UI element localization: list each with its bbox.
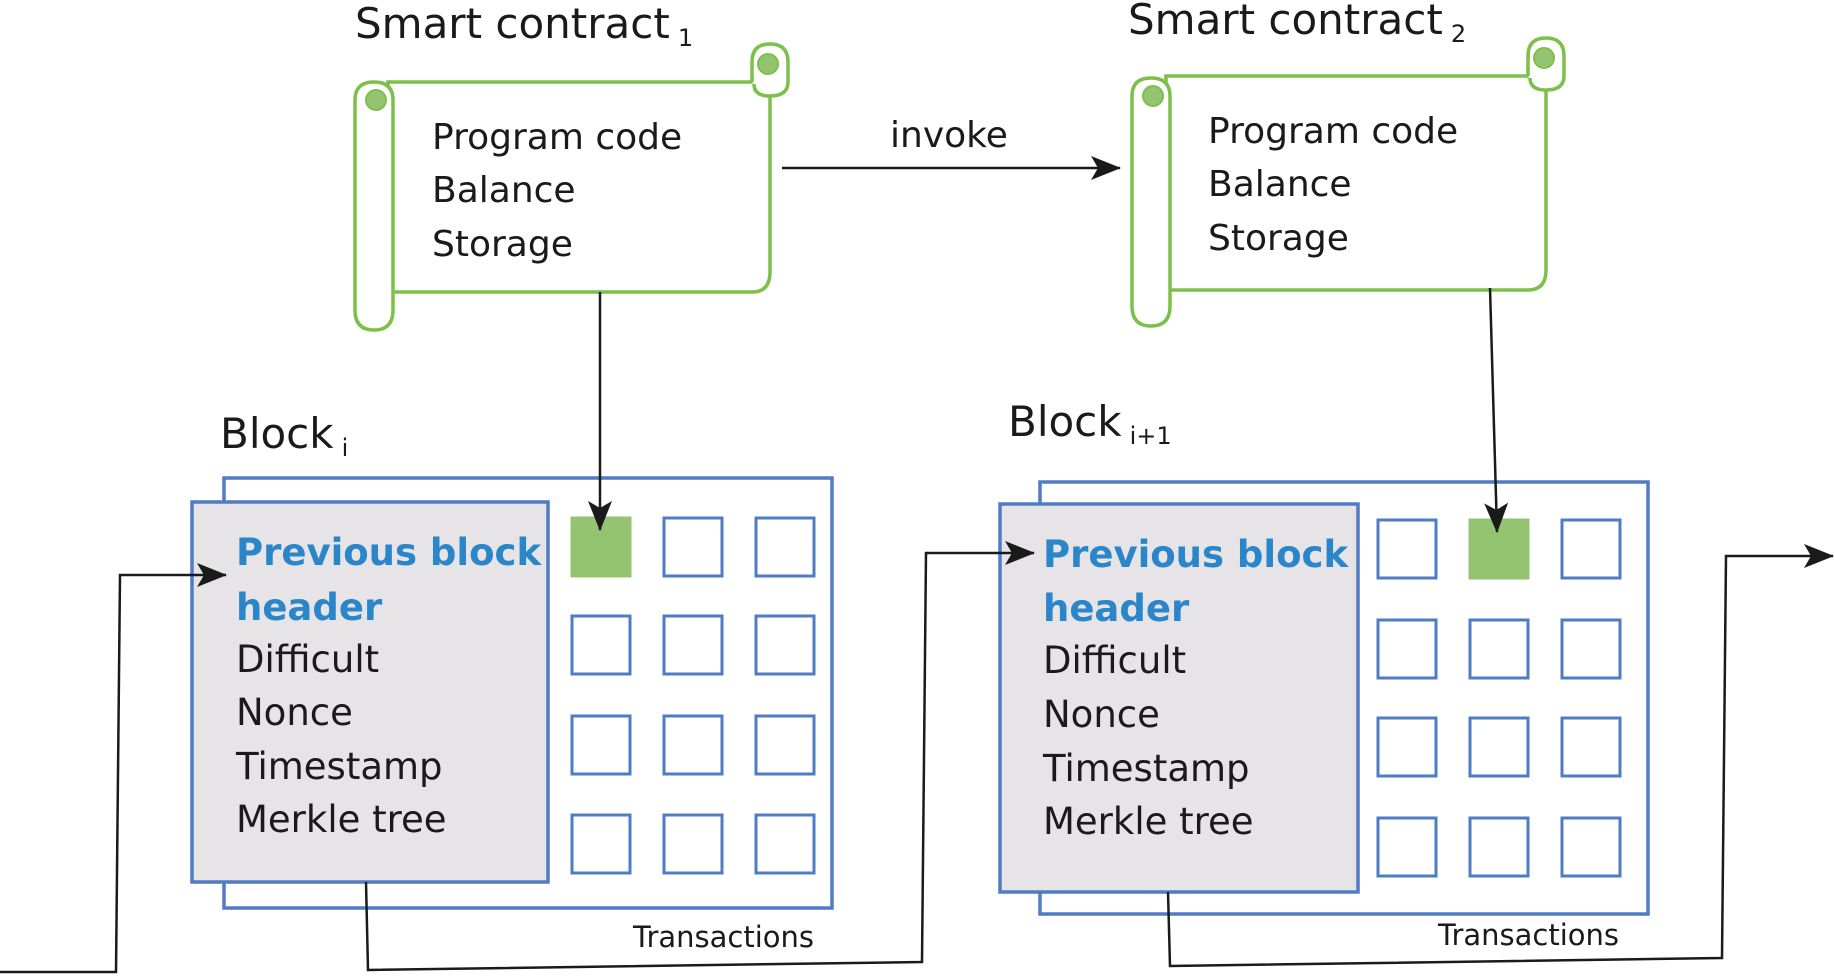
connectors [0, 287, 1834, 974]
transaction-box [662, 813, 724, 875]
previous-block-header-label: header [236, 586, 383, 629]
previous-block-header-label: Previous block [236, 531, 542, 574]
transaction-box [1560, 816, 1622, 878]
scroll-icon [353, 42, 790, 332]
block-field: Timestamp [235, 745, 443, 788]
previous-block-header-label: header [1043, 587, 1190, 630]
outgoing-chain-arrow [1166, 544, 1834, 968]
transaction-box [662, 516, 724, 578]
transaction-box [1376, 716, 1438, 778]
transaction-box [754, 614, 816, 676]
transaction-box [662, 714, 724, 776]
block-field: Nonce [1043, 693, 1160, 736]
invoke-label: invoke [890, 115, 1008, 156]
transaction-box [754, 714, 816, 776]
block-i-plus-1-transactions-grid [1376, 518, 1622, 878]
transaction-box-active [1468, 518, 1530, 580]
transaction-box [1468, 816, 1530, 878]
contract-1-field: Program code [432, 117, 682, 158]
block-field: Merkle tree [1043, 800, 1254, 843]
block-field: Nonce [236, 691, 353, 734]
transaction-box [662, 614, 724, 676]
transaction-box [1376, 816, 1438, 878]
block-field: Difficult [1043, 639, 1186, 682]
invoke-connector: invoke [782, 115, 1121, 180]
scroll-icon [1130, 36, 1566, 328]
contract-1-field: Storage [432, 224, 573, 265]
contract-1-field: Balance [432, 170, 576, 211]
contract-2-to-transaction-arrow [1484, 287, 1509, 533]
transaction-box [1560, 716, 1622, 778]
incoming-chain-arrow [0, 563, 227, 974]
transaction-box [1468, 716, 1530, 778]
block-i-plus-1-header-panel [998, 502, 1360, 894]
transaction-box [570, 714, 632, 776]
contract-2-field: Storage [1208, 218, 1349, 259]
block-link-arrow [364, 541, 1035, 972]
transaction-box [1376, 618, 1438, 680]
block-field: Timestamp [1042, 747, 1250, 790]
transaction-box [1560, 618, 1622, 680]
contract-2-field: Balance [1208, 164, 1352, 205]
transaction-box [1376, 518, 1438, 580]
block-field: Merkle tree [236, 798, 447, 841]
transactions-label: Transactions [632, 920, 814, 954]
transaction-box [570, 614, 632, 676]
transaction-box [570, 813, 632, 875]
transaction-box [1468, 618, 1530, 680]
previous-block-header-label: Previous block [1043, 533, 1349, 576]
block-i-header-panel [190, 500, 550, 884]
transaction-box [754, 516, 816, 578]
transaction-box [754, 813, 816, 875]
transaction-box [1560, 518, 1622, 580]
block-field: Difficult [236, 638, 379, 681]
contract-2-field: Program code [1208, 111, 1458, 152]
transactions-label: Transactions [1437, 918, 1619, 952]
